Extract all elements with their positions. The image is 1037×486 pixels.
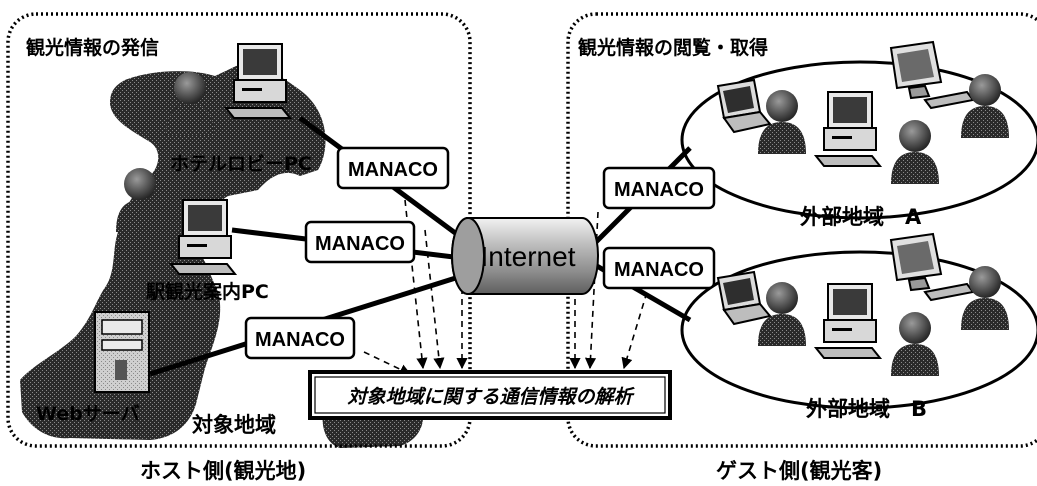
guest-region-border: [566, 12, 1037, 448]
station-info-pc: 駅観光案内PC: [116, 168, 269, 303]
guest-region-title: 観光情報の閲覧・取得: [578, 36, 768, 59]
svg-text:MANACO: MANACO: [315, 233, 405, 255]
web-server: Webサーバ: [36, 311, 150, 425]
analysis-box: 対象地域に関する通信情報の解析: [308, 370, 672, 420]
manaco-box-hotel: MANACO: [336, 146, 450, 190]
internet-cloud: Internet: [451, 217, 599, 295]
svg-text:MANACO: MANACO: [614, 179, 704, 201]
manaco-box-station: MANACO: [304, 220, 416, 264]
host-region-title: 観光情報の発信: [26, 36, 159, 59]
hotel-lobby-pc: ホテルロビーPC: [166, 43, 312, 175]
area-b-devices: 外部地域 B: [717, 233, 1009, 421]
svg-text:MANACO: MANACO: [255, 329, 345, 351]
external-area-b-label: 外部地域 B: [806, 397, 927, 421]
web-server-label: Webサーバ: [36, 403, 140, 425]
arrow-7: [621, 281, 651, 370]
analysis-arrows: [363, 199, 651, 375]
manaco-box-area-b: MANACO: [602, 246, 716, 290]
target-area-label: 対象地域: [192, 413, 276, 437]
arrow-2: [424, 229, 445, 370]
manaco-box-web: MANACO: [244, 316, 356, 360]
arrow-4: [363, 351, 412, 375]
area-a-devices: 外部地域 A: [717, 41, 1009, 229]
analysis-label: 対象地域に関する通信情報の解析: [347, 386, 635, 408]
svg-text:MANACO: MANACO: [348, 159, 438, 181]
guest-side-caption: ゲスト側(観光客): [716, 459, 882, 483]
station-info-pc-label: 駅観光案内PC: [145, 280, 269, 303]
manaco-box-area-a: MANACO: [602, 166, 716, 210]
external-area-a-label: 外部地域 A: [800, 205, 922, 229]
host-side-caption: ホスト側(観光地): [140, 459, 306, 483]
hotel-lobby-pc-label: ホテルロビーPC: [170, 153, 312, 175]
internet-label: Internet: [481, 241, 576, 272]
svg-text:MANACO: MANACO: [614, 259, 704, 281]
